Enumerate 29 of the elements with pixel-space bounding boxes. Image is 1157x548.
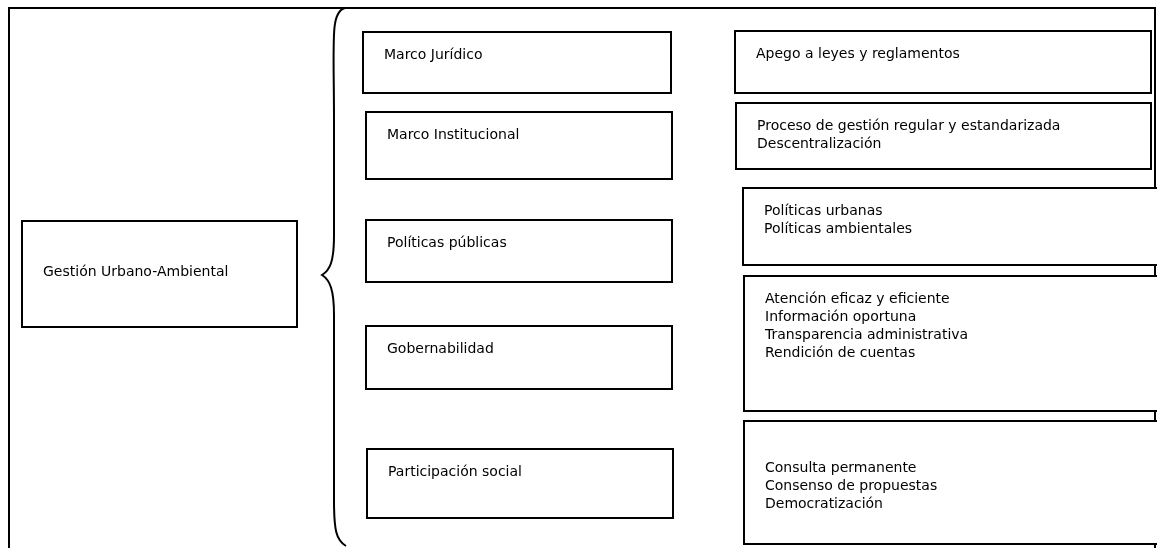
category-box	[365, 111, 673, 180]
box-text: Transparencia administrativa	[765, 325, 970, 343]
box-text: Políticas ambientales	[764, 219, 914, 237]
category-box	[365, 219, 673, 283]
category-box	[362, 31, 672, 94]
box-text: Políticas urbanas	[764, 201, 884, 219]
description-box	[735, 102, 1152, 170]
description-box	[743, 420, 1157, 545]
box-text: Democratización	[765, 494, 884, 512]
box-text: Participación social	[388, 462, 523, 480]
box-text: Descentralización	[757, 134, 883, 152]
box-text: Gobernabilidad	[387, 339, 495, 357]
description-box	[742, 187, 1157, 266]
box-text: Consulta permanente	[765, 458, 918, 476]
box-text: Atención eficaz y eficiente	[765, 289, 951, 307]
box-text: Gestión Urbano-Ambiental	[43, 262, 230, 280]
description-box	[734, 30, 1152, 94]
box-text: Marco Institucional	[387, 125, 521, 143]
category-box	[365, 325, 673, 390]
box-text: Marco Jurídico	[384, 45, 484, 63]
box-text: Proceso de gestión regular y estandarizada	[757, 116, 1062, 134]
description-box	[743, 275, 1157, 412]
box-text: Información oportuna	[765, 307, 918, 325]
topic-box	[21, 220, 298, 328]
category-box	[366, 448, 674, 519]
box-text: Rendición de cuentas	[765, 343, 917, 361]
box-text: Consenso de propuestas	[765, 476, 939, 494]
box-text: Políticas públicas	[387, 233, 508, 251]
box-text: Apego a leyes y reglamentos	[756, 44, 961, 62]
